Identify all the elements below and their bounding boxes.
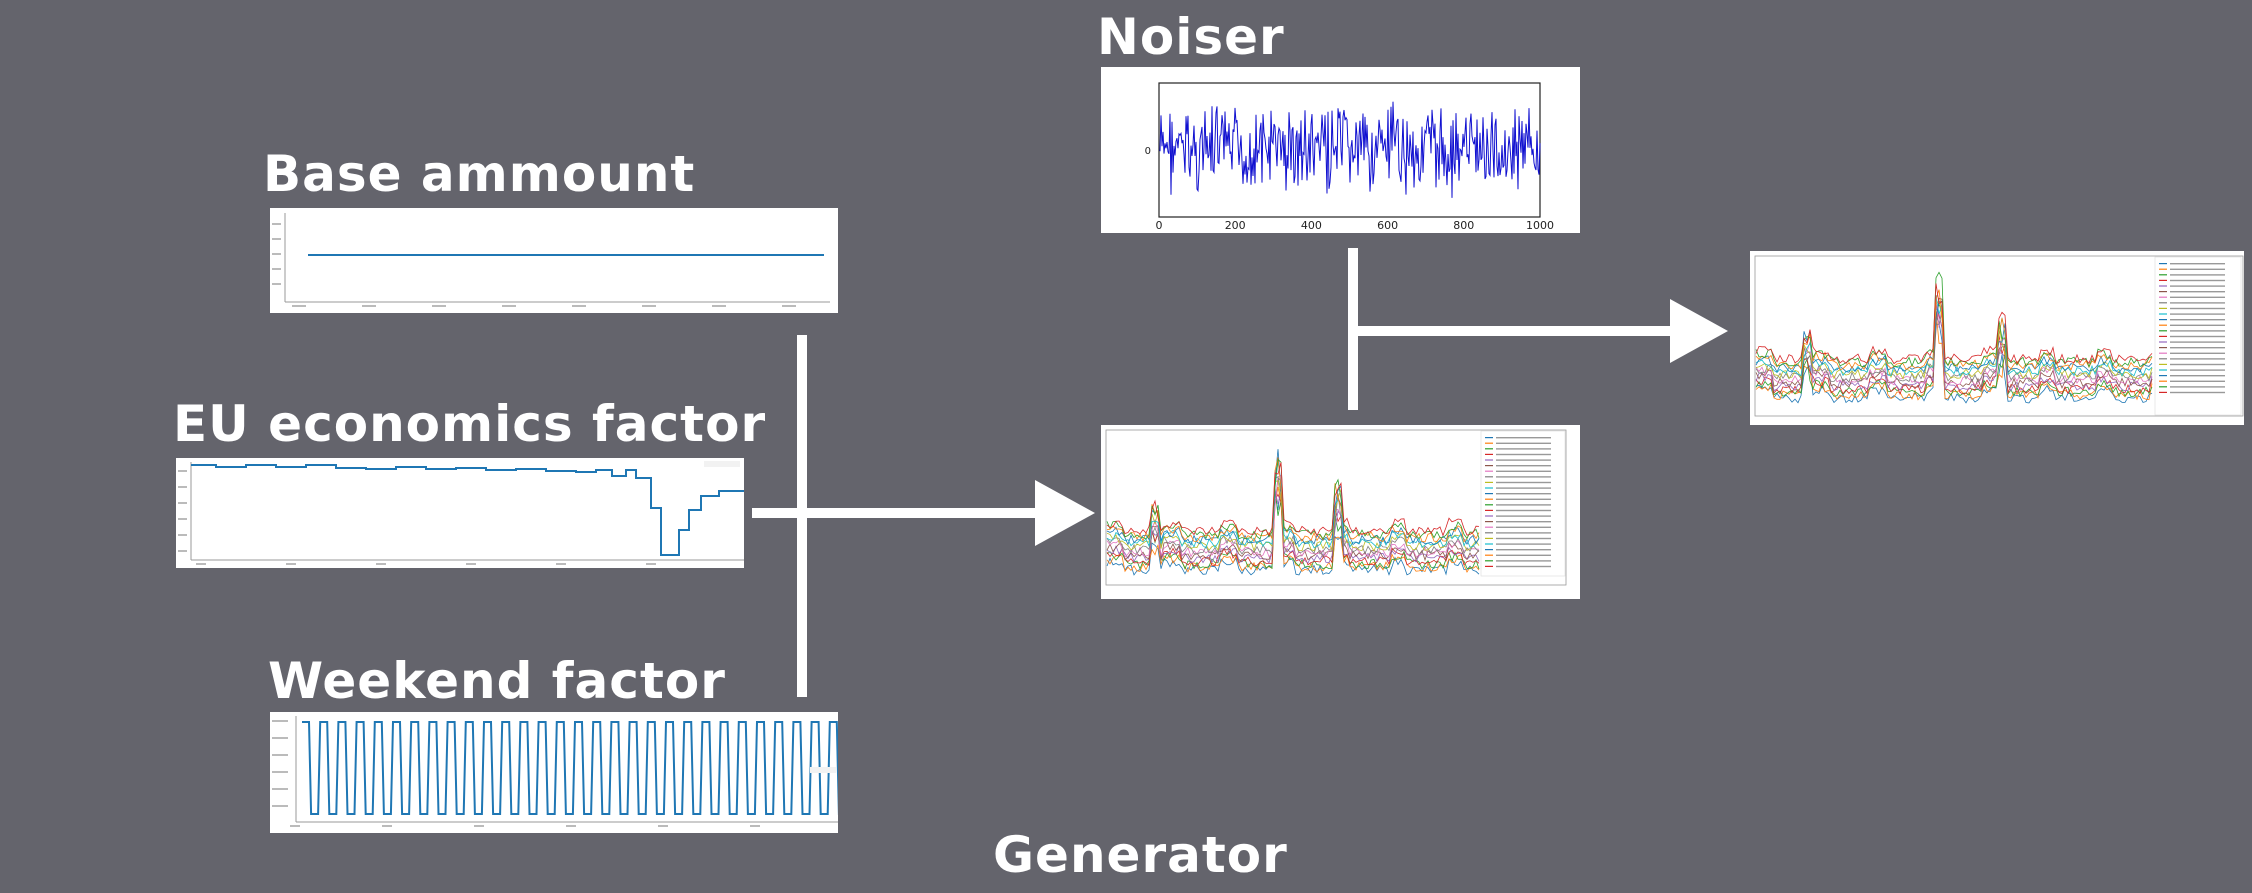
noiser-chart: 0 0 200 400 600 800 1000 <box>1101 67 1580 233</box>
base-amount-chart <box>270 208 838 313</box>
weekend-factor-title: Weekend factor <box>268 652 726 710</box>
series-line <box>1755 313 2153 404</box>
series-line <box>1755 296 2153 386</box>
noiser-xtick: 400 <box>1301 219 1322 232</box>
noiser-ytick: 0 <box>1145 146 1151 157</box>
series-line <box>1106 490 1480 564</box>
generator-chart <box>1101 425 1580 599</box>
noiser-xtick: 200 <box>1225 219 1246 232</box>
series-line <box>1755 283 2153 365</box>
series-line <box>1106 476 1480 555</box>
series-line <box>1106 458 1480 540</box>
arrow-to-generator-head <box>1035 480 1095 546</box>
series-line <box>1106 474 1480 558</box>
noiser-xtick: 800 <box>1453 219 1474 232</box>
noiser-xtick: 0 <box>1156 219 1163 232</box>
series-line <box>1755 304 2153 395</box>
base-amount-title: Base ammount <box>263 145 696 203</box>
noiser-xtick: 600 <box>1377 219 1398 232</box>
generator-title: Generator <box>993 826 1288 884</box>
inputs-horizontal-arrow-shaft <box>752 508 1042 518</box>
output-horizontal-arrow-shaft <box>1353 326 1678 336</box>
weekend-factor-chart <box>270 712 838 833</box>
series-line <box>1755 271 2153 368</box>
arrow-to-output-head <box>1670 299 1728 363</box>
eu-economics-title: EU economics factor <box>173 395 767 453</box>
series-line <box>1755 300 2153 374</box>
noiser-title: Noiser <box>1097 8 1285 66</box>
output-chart <box>1750 251 2244 425</box>
series-line <box>1106 480 1480 553</box>
series-line <box>1106 462 1480 537</box>
series-line <box>1755 312 2153 384</box>
series-line <box>1755 289 2153 371</box>
series-line <box>1106 482 1480 576</box>
eu-economics-chart <box>176 458 744 568</box>
noiser-xtick: 1000 <box>1526 219 1554 232</box>
series-line <box>1755 307 2153 392</box>
